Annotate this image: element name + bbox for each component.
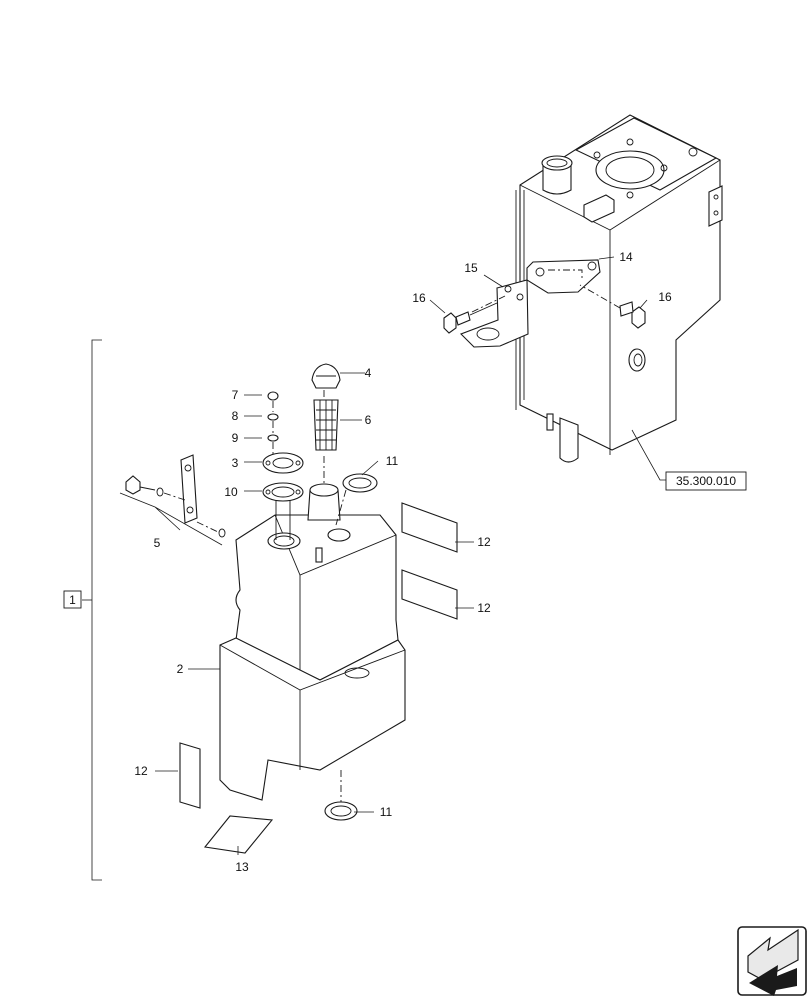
strainer-6 [313,399,339,451]
callout-2: 2 [177,662,184,676]
callout-3: 3 [232,456,239,470]
cap-4 [311,363,341,389]
decal-12-b [401,569,458,620]
hydraulic-reservoir-assembly [515,114,747,491]
strap-5 [119,454,226,546]
tank-item-2 [219,514,406,801]
washer-9 [267,434,279,442]
callout-9: 9 [232,431,239,445]
callout-12-middle: 12 [477,601,491,615]
assembly-bracket [63,339,102,881]
bolt-16-right [579,284,646,329]
decal-12-c [179,742,201,809]
callout-8: 8 [232,409,239,423]
callout-5: 5 [154,536,161,550]
decal-12-a [401,502,458,553]
callout-7: 7 [232,388,239,402]
seal-11-top [335,473,378,526]
callout-12-top: 12 [477,535,491,549]
gasket-10 [262,482,304,502]
callout-13: 13 [235,860,249,874]
filler-neck [307,390,341,521]
arrow-navigation-icon[interactable] [737,926,807,996]
bracket-15 [460,279,529,348]
callout-1: 1 [69,593,76,607]
decal-13 [203,815,274,854]
callout-16-left: 16 [412,291,426,305]
seal-11-bottom [324,770,358,821]
bracket-14 [526,259,601,294]
callout-14: 14 [619,250,633,264]
reference-number: 35.300.010 [676,474,736,488]
callout-10: 10 [224,485,238,499]
callout-15: 15 [464,261,478,275]
callout-11-bottom: 11 [380,805,393,819]
flange-3 [262,452,304,474]
callout-labels: 1 2 3 4 5 6 7 8 9 10 11 11 12 12 12 13 1… [69,250,736,874]
bolt-16-left [443,295,506,334]
leader-lines [155,256,648,855]
callout-16-right: 16 [658,290,672,304]
stud-lines [272,401,291,540]
callout-11-top: 11 [386,454,399,468]
callout-6: 6 [365,413,372,427]
washer-8 [267,413,279,421]
callout-12-left: 12 [134,764,148,778]
callout-4: 4 [365,366,372,380]
nut-7 [267,391,279,401]
